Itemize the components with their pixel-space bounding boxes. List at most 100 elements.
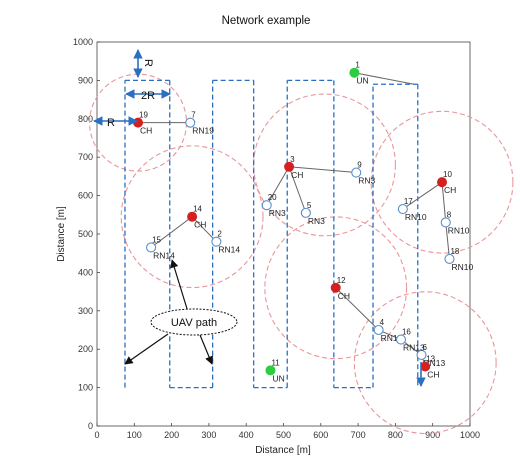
y-tick-label: 100 — [78, 383, 93, 393]
x-tick-label: 800 — [388, 430, 403, 440]
node-id-label: 10 — [443, 170, 452, 179]
node-link — [191, 216, 217, 243]
relay-node — [300, 207, 311, 218]
node-link — [288, 166, 307, 214]
node-id-label: 1 — [355, 61, 360, 70]
coverage-circle — [264, 216, 408, 360]
chart-title: Network example — [222, 15, 311, 27]
node-id-label: 2 — [217, 230, 222, 239]
coverage-circle — [353, 291, 497, 435]
x-tick-label: 600 — [313, 430, 328, 440]
node-id-label: 3 — [290, 155, 295, 164]
node-link — [335, 287, 379, 331]
relay-node — [146, 242, 157, 253]
node-id-label: 9 — [357, 161, 362, 170]
x-axis-label: Distance [m] — [255, 445, 311, 456]
radius-horizontal-label: R — [107, 117, 115, 129]
relay-node — [397, 203, 408, 215]
y-axis-label: Distance [m] — [56, 206, 67, 262]
node-role-label: RN10 — [451, 262, 473, 272]
node-role-label: RN13 — [403, 343, 425, 353]
node-link — [289, 166, 357, 174]
callout-pointer-left — [124, 333, 169, 365]
node-link — [445, 222, 450, 260]
cluster-head-node — [330, 282, 341, 293]
node-id-label: 17 — [404, 197, 413, 206]
relay-node — [416, 349, 427, 361]
node-id-label: 16 — [402, 328, 411, 337]
x-tick-label: 500 — [276, 430, 291, 440]
node-role-label: CH — [194, 220, 206, 230]
node-id-label: 6 — [423, 343, 428, 352]
x-tick-label: 300 — [201, 430, 216, 440]
radius-vertical-label: R — [142, 59, 154, 67]
node-id-label: 14 — [193, 205, 202, 214]
node-id-label: 13 — [426, 354, 435, 363]
relay-node — [440, 217, 451, 228]
coverage-circle — [253, 93, 396, 237]
node-role-label: RN10 — [448, 225, 470, 235]
node-role-label: CH — [291, 170, 303, 180]
node-id-label: 8 — [447, 210, 452, 219]
callout-pointer-up — [170, 259, 189, 313]
node-role-label: RN14 — [218, 245, 240, 255]
y-tick-label: 900 — [78, 75, 93, 85]
relay-node — [395, 334, 407, 345]
node-role-label: RN19 — [192, 126, 214, 136]
relay-node — [444, 253, 455, 265]
relay-node — [211, 236, 222, 247]
node-role-label: CH — [338, 291, 350, 301]
node-link — [266, 166, 290, 206]
node-link — [441, 182, 447, 223]
callout-bubble — [150, 308, 238, 336]
y-tick-label: 1000 — [73, 37, 93, 47]
coverage-circle — [120, 145, 264, 289]
y-tick-label: 700 — [78, 152, 93, 162]
node-link — [354, 72, 415, 85]
cluster-head-node — [284, 161, 295, 172]
sensor-nodes: 1UN2RN143CH4RN135RN36RN137RN198RN109RN31… — [133, 61, 473, 383]
cluster-head-node — [437, 177, 448, 188]
dimension-annotations: R 2R R — [93, 49, 426, 387]
y-tick-label: 800 — [78, 114, 93, 124]
node-role-label: CH — [427, 369, 439, 379]
node-link — [402, 181, 443, 210]
node-role-label: RN3 — [269, 208, 286, 218]
node-id-label: 20 — [268, 193, 277, 202]
y-tick-label: 200 — [78, 344, 93, 354]
x-tick-label: 1000 — [460, 430, 480, 440]
node-id-label: 5 — [307, 201, 312, 210]
x-tick-label: 900 — [425, 430, 440, 440]
node-id-label: 15 — [152, 235, 161, 244]
uncovered-node — [349, 67, 360, 78]
node-role-label: RN14 — [153, 250, 175, 260]
y-tick-label: 600 — [78, 191, 93, 201]
node-role-label: CH — [444, 185, 456, 195]
node-id-label: 11 — [271, 358, 280, 367]
node-role-label: CH — [140, 126, 152, 136]
y-tick-label: 300 — [78, 306, 93, 316]
callout-pointer-right — [199, 334, 213, 365]
uncovered-node — [265, 365, 276, 376]
node-id-label: 19 — [139, 111, 148, 120]
callout-label: UAV path — [171, 317, 217, 329]
y-tick-label: 500 — [78, 229, 93, 239]
relay-node — [261, 200, 272, 211]
y-tick-label: 400 — [78, 267, 93, 277]
node-role-label: RN10 — [405, 212, 427, 222]
node-role-label: RN3 — [308, 216, 325, 226]
cluster-head-node — [420, 361, 431, 372]
plot-area — [96, 41, 471, 427]
node-role-label: UN — [356, 76, 368, 86]
node-id-label: 7 — [191, 111, 196, 120]
x-tick-label: 200 — [164, 430, 179, 440]
node-role-label: RN13 — [424, 358, 446, 368]
node-link — [150, 216, 193, 248]
relay-node — [373, 324, 384, 336]
x-tick-label: 700 — [351, 430, 366, 440]
span-2r-label: 2R — [141, 90, 155, 102]
relay-node — [351, 167, 362, 178]
x-tick-label: 0 — [94, 430, 99, 440]
